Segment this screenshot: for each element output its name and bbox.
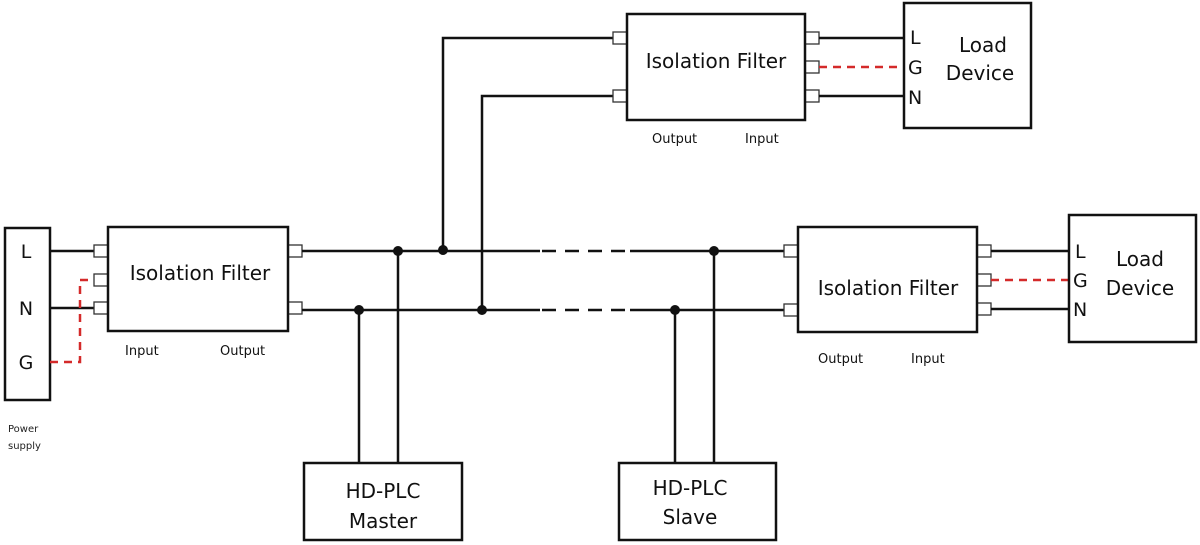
filter-main-title: Isolation Filter xyxy=(130,261,271,285)
load-top-title-2: Device xyxy=(946,61,1014,85)
bus-lines xyxy=(302,249,784,312)
junction-dot xyxy=(709,246,719,256)
plc-master-line-1: HD-PLC xyxy=(346,479,421,503)
filter-main-output-label: Output xyxy=(220,344,265,359)
junction-dot xyxy=(670,305,680,315)
port-in-n xyxy=(976,302,992,316)
junction-dot xyxy=(477,305,487,315)
isolation-filter-main: Isolation Filter Input Output xyxy=(93,225,303,359)
hd-plc-master: HD-PLC Master xyxy=(302,461,464,542)
load-right-title-2: Device xyxy=(1106,276,1174,300)
load-right-terminal-g: G xyxy=(1073,270,1088,292)
filter-right-title: Isolation Filter xyxy=(818,276,959,300)
junction-dot xyxy=(438,245,448,255)
load-right-box xyxy=(1067,213,1198,344)
load-right-terminal-l: L xyxy=(1075,241,1086,263)
port-out-2 xyxy=(287,301,303,315)
load-device-right: L G N Load Device xyxy=(1067,213,1198,344)
filter-right-input-label: Input xyxy=(911,352,945,367)
load-device-top: L G N Load Device xyxy=(902,1,1033,130)
power-supply-label-2: supply xyxy=(8,441,41,452)
power-supply-label-1: Power xyxy=(8,424,39,435)
load-top-terminal-n: N xyxy=(908,87,922,109)
port-in-n xyxy=(804,89,820,103)
hd-plc-slave: HD-PLC Slave xyxy=(617,461,778,542)
power-supply-box xyxy=(3,226,52,402)
junction-dot xyxy=(393,246,403,256)
filter-top-box xyxy=(625,12,807,122)
filter-right-output-label: Output xyxy=(818,352,863,367)
port-in-n xyxy=(93,301,109,315)
filter-main-input-label: Input xyxy=(125,344,159,359)
power-terminal-l: L xyxy=(21,241,32,263)
port-in-l xyxy=(93,244,109,258)
filter-top-output-label: Output xyxy=(652,132,697,147)
load-top-box xyxy=(902,1,1033,130)
port-in-g xyxy=(976,273,992,287)
load-right-terminal-n: N xyxy=(1073,299,1087,321)
isolation-filter-top: Isolation Filter Output Input xyxy=(612,12,820,147)
port-out-1 xyxy=(612,31,628,45)
port-out-1 xyxy=(783,244,799,258)
filter-main-box xyxy=(106,225,290,333)
port-out-2 xyxy=(612,89,628,103)
wire-tap-top-2 xyxy=(480,94,613,310)
load-right-title-1: Load xyxy=(1116,247,1164,271)
port-in-g xyxy=(93,273,109,287)
plc-master-line-2: Master xyxy=(349,509,418,533)
filter-top-title: Isolation Filter xyxy=(646,49,787,73)
junction-dot xyxy=(354,305,364,315)
port-in-l xyxy=(976,244,992,258)
load-top-terminal-g: G xyxy=(908,57,923,79)
load-top-title-1: Load xyxy=(959,33,1007,57)
port-out-2 xyxy=(783,303,799,317)
isolation-filter-right: Isolation Filter Output Input xyxy=(783,225,992,367)
filter-top-input-label: Input xyxy=(745,132,779,147)
port-out-1 xyxy=(287,244,303,258)
plc-slave-box xyxy=(617,461,778,542)
filter-right-box xyxy=(796,225,979,334)
power-supply: L N G Power supply xyxy=(3,226,52,452)
port-in-l xyxy=(804,31,820,45)
power-terminal-g: G xyxy=(19,352,34,374)
load-top-terminal-l: L xyxy=(910,27,921,49)
plc-slave-line-2: Slave xyxy=(663,505,718,529)
plc-master-box xyxy=(302,461,464,542)
plc-slave-line-1: HD-PLC xyxy=(653,476,728,500)
wire-power-g xyxy=(50,278,94,364)
wire-tap-top-1 xyxy=(441,36,613,251)
power-terminal-n: N xyxy=(19,298,33,320)
port-in-g xyxy=(804,60,820,74)
